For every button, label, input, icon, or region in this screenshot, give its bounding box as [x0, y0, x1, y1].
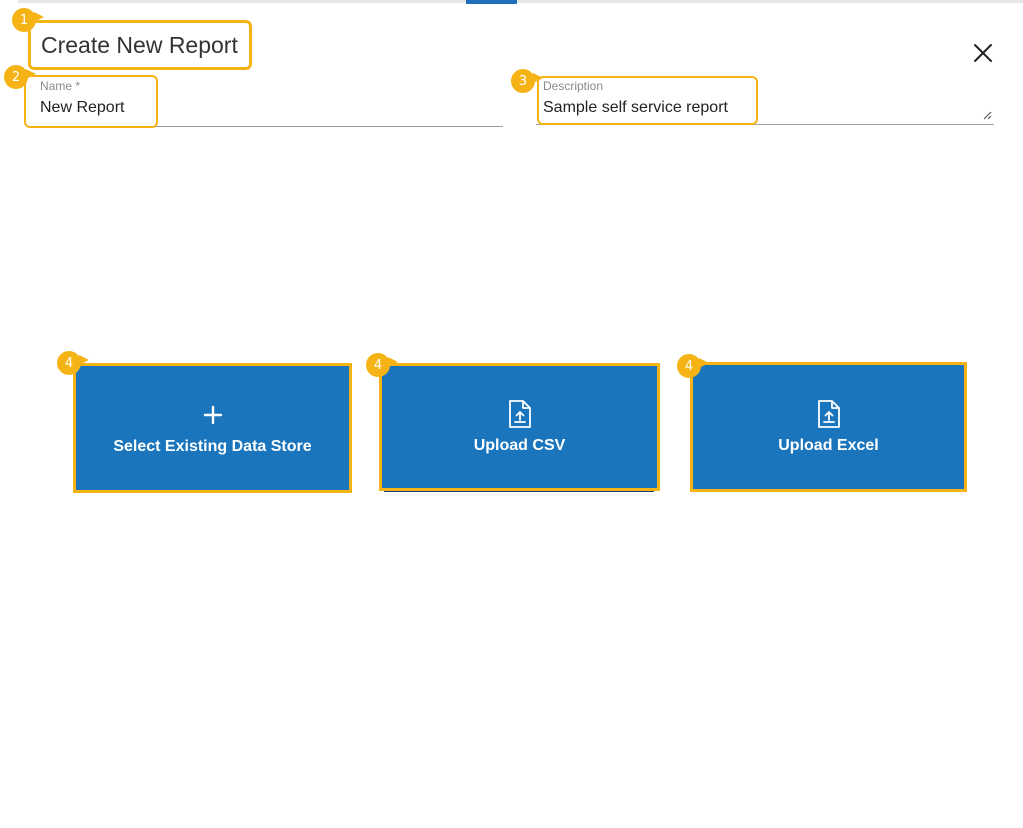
file-upload-icon	[507, 399, 533, 429]
close-icon	[974, 44, 992, 62]
callout-badge-2: 2	[4, 65, 36, 89]
callout-badge-1: 1	[12, 8, 44, 32]
description-field-underline	[536, 124, 994, 125]
callout-badge-4: 4	[57, 351, 89, 375]
name-input[interactable]: New Report	[40, 99, 125, 116]
plus-icon	[202, 400, 224, 430]
close-button[interactable]	[971, 41, 995, 65]
callout-badge-3: 3	[511, 69, 543, 93]
active-tab-indicator	[466, 0, 517, 4]
resize-grip-icon[interactable]	[982, 110, 992, 120]
select-existing-data-store-card[interactable]: Select Existing Data Store	[73, 363, 352, 493]
page-title: Create New Report	[41, 32, 238, 58]
top-tab-strip	[18, 0, 1023, 3]
name-field-label: Name *	[40, 79, 81, 93]
callout-badge-4: 4	[677, 354, 709, 378]
file-upload-icon	[816, 399, 842, 429]
card-label: Upload CSV	[473, 437, 566, 454]
card-label: Select Existing Data Store	[113, 438, 312, 455]
callout-highlight-name	[24, 75, 158, 128]
callout-highlight-description	[537, 76, 758, 125]
description-field-label: Description	[543, 79, 604, 93]
card-shadow	[384, 490, 654, 492]
callout-highlight-title	[28, 20, 252, 70]
card-label: Upload Excel	[778, 437, 879, 454]
description-textarea[interactable]: Sample self service report	[543, 99, 728, 116]
name-field-underline	[28, 126, 503, 127]
upload-excel-card[interactable]: Upload Excel	[690, 362, 967, 492]
callout-badge-4: 4	[366, 353, 398, 377]
upload-csv-card[interactable]: Upload CSV	[379, 363, 660, 491]
